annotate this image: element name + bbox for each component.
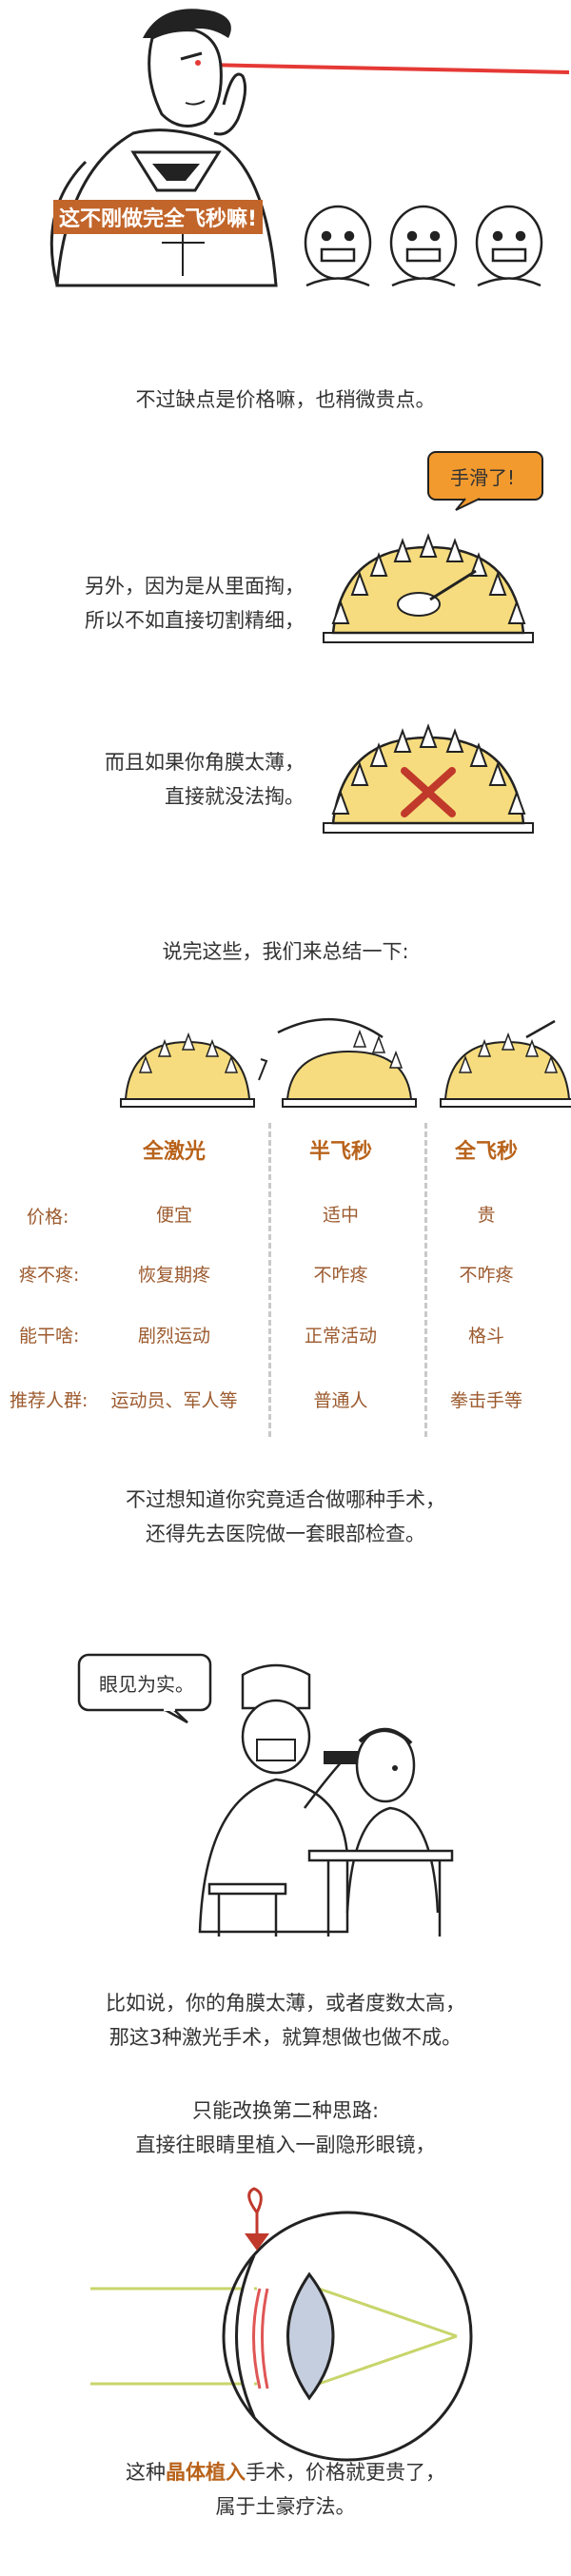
eye-lens-diagram	[90, 2187, 473, 2462]
cell-activity-3: 格斗	[467, 1326, 504, 1347]
cell-pain-2: 不咋疼	[313, 1265, 368, 1286]
cake-scooped-illustration	[323, 533, 534, 643]
cake-column-2-illustration	[277, 1018, 417, 1108]
cell-activity-2: 正常活动	[304, 1326, 377, 1347]
thin-line-2: 直接就没法掏。	[165, 785, 305, 808]
icl-pre-text: 这种	[126, 2461, 166, 2484]
cell-pain-3: 不咋疼	[459, 1265, 514, 1286]
cell-price-2: 适中	[322, 1205, 359, 1226]
cell-activity-1: 剧烈运动	[137, 1326, 210, 1347]
exam-paragraph: 不过想知道你究竟适合做哪种手术， 还得先去医院做一套眼部检查。	[0, 1483, 571, 1551]
icl-highlight-text: 晶体植入	[166, 2461, 246, 2484]
cannot-paragraph: 比如说，你的角膜太薄，或者度数太高， 那这3种激光手术，就算想做也做不成。	[0, 1986, 571, 2055]
cell-recommended-1: 运动员、军人等	[110, 1390, 238, 1411]
cake-column-1-illustration	[120, 1032, 268, 1108]
superhero-comic: 这不刚做完全飞秒嘛!	[0, 0, 571, 305]
cross-icon	[401, 767, 456, 817]
row-label-price: 价格:	[27, 1207, 69, 1228]
price-note: 不过缺点是价格嘛，也稍微贵点。	[135, 388, 436, 411]
second-approach-paragraph: 只能改换第二种思路: 直接往眼睛里植入一副隐形眼镜，	[0, 2094, 571, 2162]
column-divider-1	[268, 1123, 271, 1437]
icl-post-text: 手术，价格就更贵了，	[246, 2461, 445, 2484]
cannot-line-2: 那这3种激光手术，就算想做也做不成。	[108, 2026, 463, 2049]
speech-bubble-slip-text: 手滑了!	[450, 466, 516, 489]
cake-crossed-illustration	[323, 723, 534, 834]
row-label-recommended: 推荐人群:	[10, 1390, 89, 1411]
second-line-2: 直接往眼睛里植入一副隐形眼镜，	[135, 2134, 436, 2156]
thin-paragraph: 而且如果你角膜太薄， 直接就没法掏。	[19, 745, 305, 814]
column-header-semi-femto: 半飞秒	[308, 1140, 372, 1164]
cell-price-1: 便宜	[155, 1205, 192, 1226]
row-label-pain: 疼不疼:	[19, 1265, 80, 1286]
bystander-1	[304, 205, 372, 287]
icl-line-2: 属于土豪疗法。	[215, 2495, 356, 2518]
column-header-full-laser: 全激光	[142, 1140, 206, 1164]
superhero-caption: 这不刚做完全飞秒嘛!	[53, 200, 264, 234]
column-header-full-femto: 全飞秒	[454, 1140, 518, 1164]
cell-price-3: 贵	[477, 1205, 496, 1226]
eye-exam-illustration	[198, 1663, 454, 1937]
speech-bubble-doctor: 眼见为实。	[77, 1653, 212, 1724]
speech-bubble-doctor-text: 眼见为实。	[99, 1673, 194, 1696]
icl-paragraph: 这种晶体植入手术，价格就更贵了， 属于土豪疗法。	[0, 2455, 571, 2524]
row-label-activity: 能干啥:	[19, 1326, 80, 1347]
bystander-3	[475, 205, 543, 287]
cell-recommended-3: 拳击手等	[449, 1390, 522, 1411]
cake-column-3-illustration	[440, 1019, 571, 1108]
cannot-line-1: 比如说，你的角膜太薄，或者度数太高，	[106, 1992, 465, 2015]
cell-recommended-2: 普通人	[313, 1390, 368, 1411]
cell-pain-1: 恢复期疼	[137, 1265, 210, 1286]
icl-line-1: 这种晶体植入手术，价格就更贵了，	[0, 2455, 571, 2489]
bystander-2	[389, 205, 458, 287]
summary-heading: 说完这些，我们来总结一下:	[162, 940, 409, 963]
superhero-illustration	[49, 9, 570, 287]
column-divider-2	[424, 1123, 427, 1437]
scoop-paragraph: 另外，因为是从里面掏， 所以不如直接切割精细，	[19, 569, 305, 638]
thin-line-1: 而且如果你角膜太薄，	[105, 751, 305, 774]
scoop-line-2: 所以不如直接切割精细，	[85, 609, 305, 632]
exam-line-1: 不过想知道你究竟适合做哪种手术，	[126, 1488, 445, 1511]
exam-line-2: 还得先去医院做一套眼部检查。	[146, 1523, 425, 1545]
scoop-line-1: 另外，因为是从里面掏，	[85, 575, 305, 598]
second-line-1: 只能改换第二种思路:	[191, 2099, 380, 2122]
speech-bubble-slip: 手滑了!	[427, 451, 543, 511]
